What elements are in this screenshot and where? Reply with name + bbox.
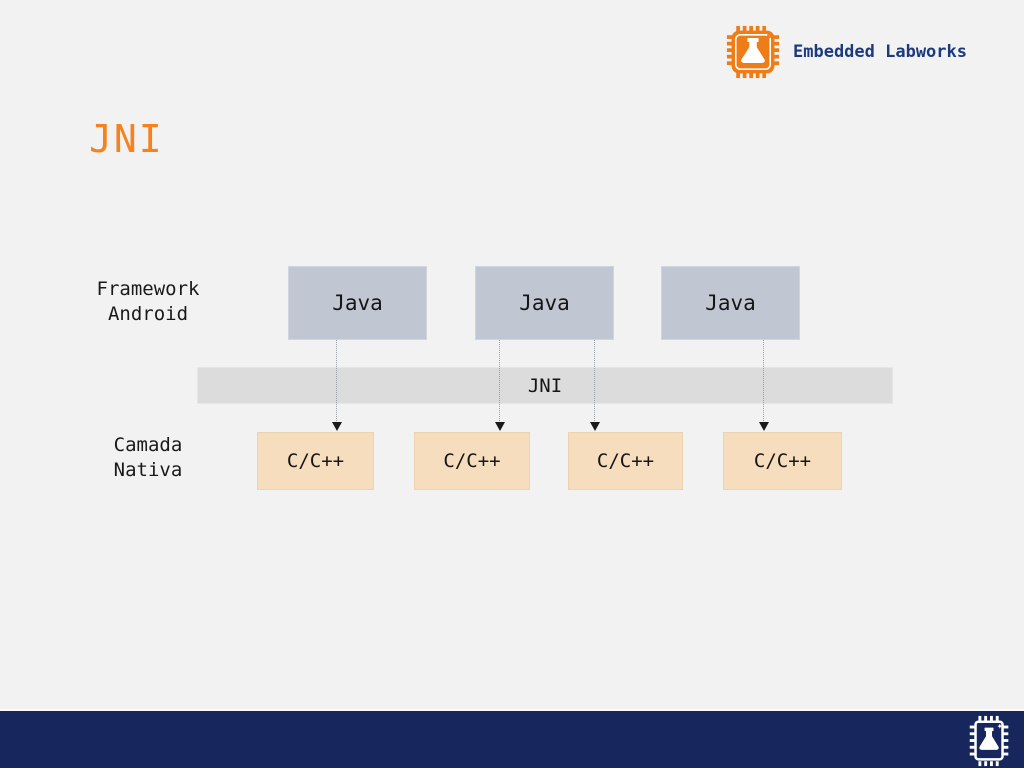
native-box: C/C++ <box>414 432 530 490</box>
arrow-down-icon <box>495 422 505 431</box>
page-title: JNI <box>89 117 164 161</box>
native-box: C/C++ <box>568 432 683 490</box>
chip-flask-icon <box>969 715 1009 767</box>
framework-label-line2: Android <box>107 303 189 325</box>
nativa-label-line2: Nativa <box>113 459 183 481</box>
brand-name: Embedded Labworks <box>793 42 967 62</box>
framework-label-line1: Framework <box>96 278 200 300</box>
arrow-down-icon <box>759 422 769 431</box>
jni-connector <box>590 340 600 431</box>
native-box: C/C++ <box>723 432 842 490</box>
arrow-down-icon <box>332 422 342 431</box>
native-box: C/C++ <box>257 432 374 490</box>
camada-nativa-label: Camada Nativa <box>58 433 238 483</box>
chip-flask-icon <box>726 25 780 79</box>
java-box: Java <box>475 266 614 340</box>
java-box: Java <box>661 266 800 340</box>
arrow-down-icon <box>590 422 600 431</box>
footer-bar <box>0 711 1024 768</box>
jni-connector <box>332 340 342 431</box>
framework-android-label: Framework Android <box>58 277 238 327</box>
jni-connector <box>759 340 769 431</box>
nativa-label-line1: Camada <box>113 434 183 456</box>
brand-header: Embedded Labworks <box>726 25 967 79</box>
jni-bar: JNI <box>197 367 893 404</box>
footer-divider <box>0 709 1024 711</box>
jni-connector <box>495 340 505 431</box>
java-box: Java <box>288 266 427 340</box>
